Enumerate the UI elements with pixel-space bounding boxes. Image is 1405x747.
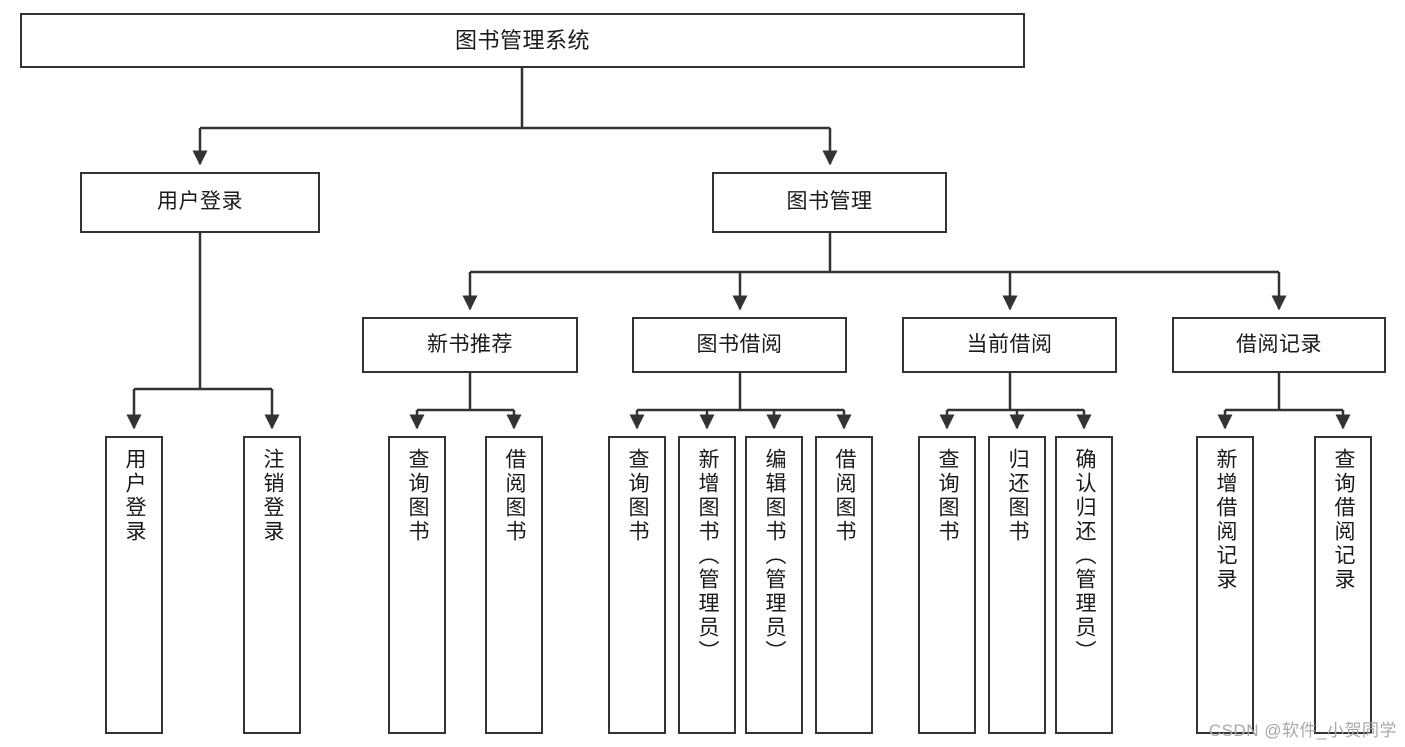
node-leaf-user-logout-label: 注销登录 bbox=[261, 448, 285, 544]
node-new-book-recommend-label: 新书推荐 bbox=[427, 332, 513, 356]
node-current-borrow-label: 当前借阅 bbox=[966, 332, 1053, 356]
node-leaf-borrow-book-2[interactable]: 借阅图书 bbox=[815, 436, 873, 734]
node-leaf-confirm-return-label: 确认归还（管理员） bbox=[1073, 448, 1097, 664]
node-leaf-return-book[interactable]: 归还图书 bbox=[988, 436, 1046, 734]
node-leaf-user-login-label: 用户登录 bbox=[123, 448, 147, 544]
node-borrow-record-label: 借阅记录 bbox=[1236, 332, 1322, 356]
node-leaf-query-record-label: 查询借阅记录 bbox=[1332, 448, 1356, 592]
node-leaf-query-record[interactable]: 查询借阅记录 bbox=[1314, 436, 1372, 734]
node-leaf-edit-book[interactable]: 编辑图书（管理员） bbox=[745, 436, 803, 734]
node-book-borrow[interactable]: 图书借阅 bbox=[632, 317, 847, 373]
node-leaf-add-book-label: 新增图书（管理员） bbox=[696, 448, 720, 664]
node-leaf-edit-book-label: 编辑图书（管理员） bbox=[763, 448, 787, 664]
node-leaf-query-book-1-label: 查询图书 bbox=[406, 448, 430, 544]
node-root[interactable]: 图书管理系统 bbox=[20, 13, 1025, 68]
node-leaf-query-book-1[interactable]: 查询图书 bbox=[388, 436, 446, 734]
node-borrow-record[interactable]: 借阅记录 bbox=[1172, 317, 1386, 373]
node-current-borrow[interactable]: 当前借阅 bbox=[902, 317, 1117, 373]
node-root-label: 图书管理系统 bbox=[454, 27, 590, 53]
node-leaf-borrow-book-1-label: 借阅图书 bbox=[503, 448, 527, 544]
node-leaf-add-record-label: 新增借阅记录 bbox=[1214, 448, 1238, 592]
node-user-login[interactable]: 用户登录 bbox=[80, 172, 320, 233]
node-leaf-confirm-return[interactable]: 确认归还（管理员） bbox=[1055, 436, 1113, 734]
node-leaf-return-book-label: 归还图书 bbox=[1006, 448, 1030, 544]
node-leaf-query-book-3-label: 查询图书 bbox=[936, 448, 960, 544]
node-leaf-user-login[interactable]: 用户登录 bbox=[105, 436, 163, 734]
node-book-borrow-label: 图书借阅 bbox=[696, 332, 783, 356]
node-leaf-borrow-book-1[interactable]: 借阅图书 bbox=[485, 436, 543, 734]
node-leaf-borrow-book-2-label: 借阅图书 bbox=[833, 448, 857, 544]
watermark: CSDN @软件_小贺同学 bbox=[1208, 721, 1397, 740]
node-leaf-query-book-2[interactable]: 查询图书 bbox=[608, 436, 666, 734]
node-leaf-query-book-3[interactable]: 查询图书 bbox=[918, 436, 976, 734]
node-leaf-add-record[interactable]: 新增借阅记录 bbox=[1196, 436, 1254, 734]
node-leaf-query-book-2-label: 查询图书 bbox=[626, 448, 650, 544]
node-user-login-label: 用户登录 bbox=[157, 190, 243, 214]
node-book-manage-label: 图书管理 bbox=[786, 190, 873, 214]
node-leaf-add-book[interactable]: 新增图书（管理员） bbox=[678, 436, 736, 734]
node-new-book-recommend[interactable]: 新书推荐 bbox=[362, 317, 578, 373]
node-book-manage[interactable]: 图书管理 bbox=[712, 172, 947, 233]
node-leaf-user-logout[interactable]: 注销登录 bbox=[243, 436, 301, 734]
